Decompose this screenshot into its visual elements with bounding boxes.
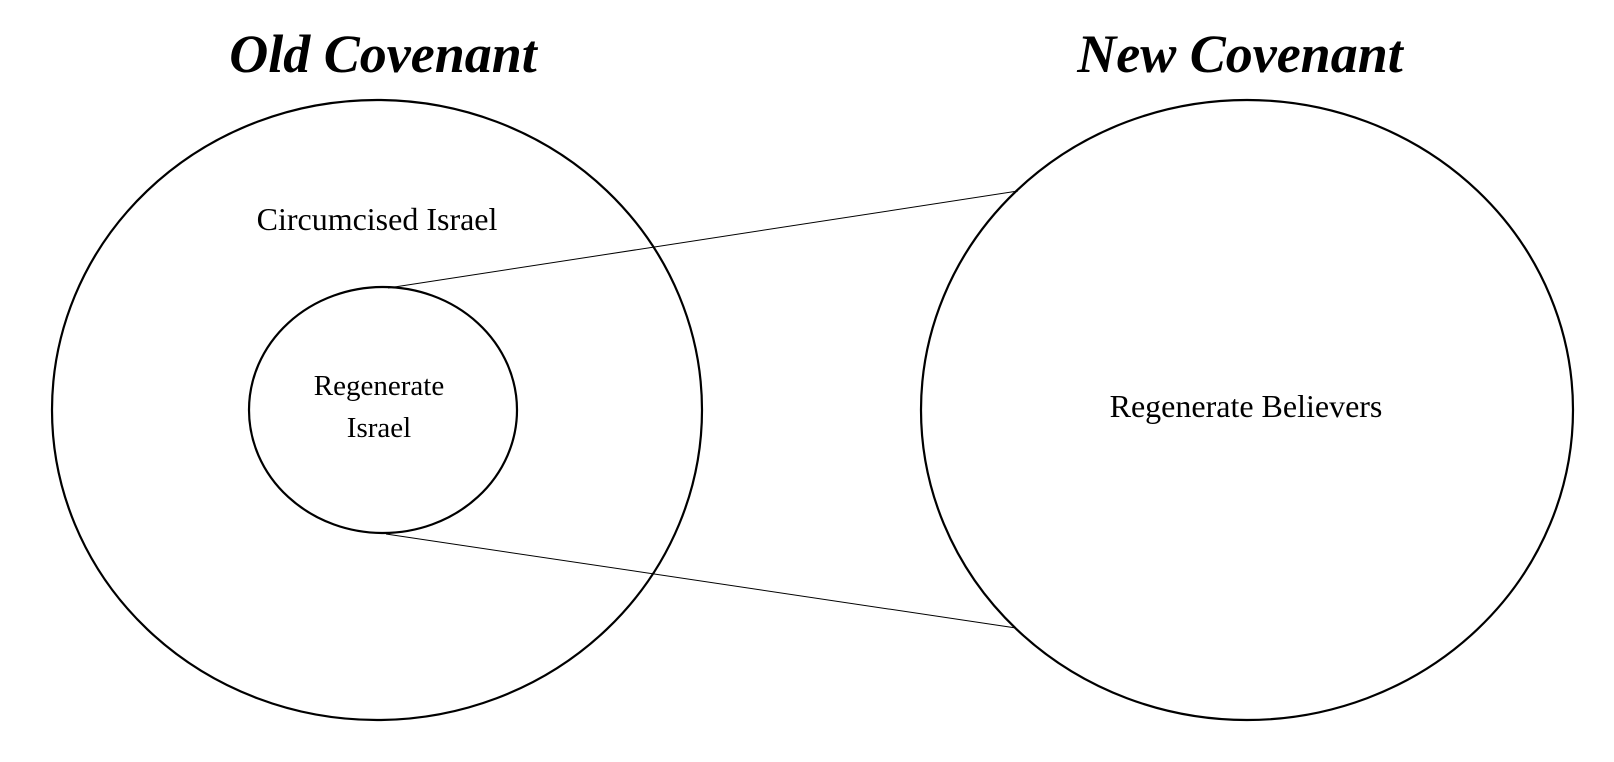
old-covenant-title: Old Covenant [229, 24, 539, 84]
regenerate-israel-circle [247, 285, 519, 535]
circumcised-israel-label: Circumcised Israel [257, 201, 498, 237]
regenerate-believers-label: Regenerate Believers [1110, 388, 1383, 424]
new-covenant-circle [919, 98, 1575, 722]
regenerate-israel-label-line2: Israel [347, 412, 411, 444]
new-covenant-title: New Covenant [1076, 24, 1405, 84]
upper-projection-line [387, 190, 1019, 289]
lower-projection-line [385, 533, 1017, 629]
regenerate-israel-label-line1: Regenerate [314, 370, 444, 402]
old-covenant-circle [50, 98, 704, 722]
